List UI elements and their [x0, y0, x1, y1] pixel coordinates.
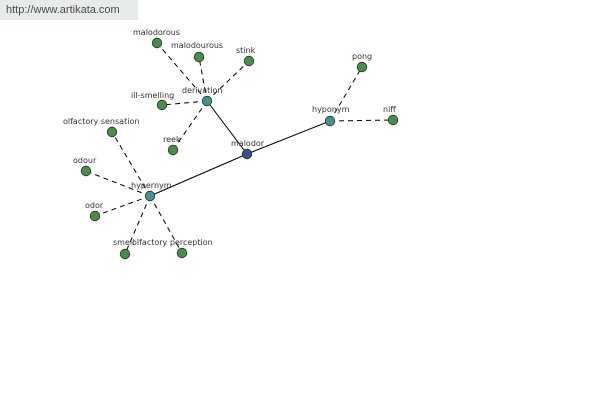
node-label-stink[interactable]: stink — [236, 46, 256, 55]
edge-malodor-hypernym — [149, 153, 248, 197]
node-dot-reek[interactable] — [167, 144, 179, 156]
node-hyponym[interactable]: hyponym — [312, 105, 350, 127]
node-olfactory-perception[interactable]: olfactory perception — [132, 238, 213, 259]
edge-hypernym-odor — [94, 195, 151, 217]
node-hypernym[interactable]: hypernym — [131, 181, 172, 202]
node-label-smell[interactable]: smell — [113, 238, 134, 247]
edge-hyponym-niff — [329, 119, 394, 122]
node-label-odour[interactable]: odour — [73, 156, 97, 165]
node-label-malodourous[interactable]: malodourous — [171, 41, 223, 50]
node-label-olfactory-sensation[interactable]: olfactory sensation — [63, 117, 139, 126]
node-ill-smelling[interactable]: ill-smelling — [131, 91, 174, 111]
edge-hypernym-odour — [85, 170, 151, 197]
site-url[interactable]: http://www.artikata.com — [0, 0, 138, 20]
node-dot-ill-smelling[interactable] — [156, 99, 168, 111]
edge-malodor-derivation — [206, 100, 248, 155]
edge-derivation-reek — [172, 100, 208, 151]
node-reek[interactable]: reek — [163, 135, 181, 156]
node-smell[interactable]: smell — [113, 238, 134, 260]
edge-hypernym-olfactory-perception — [149, 195, 183, 254]
node-dot-stink[interactable] — [243, 55, 255, 67]
node-stink[interactable]: stink — [236, 46, 256, 67]
node-label-pong[interactable]: pong — [352, 52, 372, 61]
node-dot-olfactory-sensation[interactable] — [106, 126, 118, 138]
node-dot-olfactory-perception[interactable] — [176, 247, 188, 259]
edge-malodor-hyponym — [246, 120, 331, 155]
node-layer: malodor derivation hyponym hypernym malodoro… — [63, 28, 399, 260]
edge-hypernym-smell — [124, 195, 151, 255]
node-label-malodorous1[interactable]: malodorous — [133, 28, 180, 37]
node-label-derivation[interactable]: derivation — [182, 86, 222, 95]
node-label-hyponym[interactable]: hyponym — [312, 105, 350, 114]
node-label-malodor[interactable]: malodor — [231, 139, 265, 148]
node-label-reek[interactable]: reek — [163, 135, 181, 144]
node-niff[interactable]: niff — [383, 105, 399, 126]
node-odor[interactable]: odor — [85, 201, 104, 222]
node-dot-odor[interactable] — [89, 210, 101, 222]
node-dot-malodor[interactable] — [241, 148, 253, 160]
node-label-olfactory-perception[interactable]: olfactory perception — [132, 238, 213, 247]
node-odour[interactable]: odour — [73, 156, 97, 177]
node-derivation[interactable]: derivation — [182, 86, 222, 107]
node-malodor[interactable]: malodor — [231, 139, 265, 160]
edge-derivation-stink — [206, 60, 250, 102]
node-label-odor[interactable]: odor — [85, 201, 104, 210]
edge-derivation-malodourous — [198, 56, 208, 102]
node-label-hypernym[interactable]: hypernym — [131, 181, 172, 190]
node-label-ill-smelling[interactable]: ill-smelling — [131, 91, 174, 100]
node-pong[interactable]: pong — [352, 52, 372, 73]
node-dot-pong[interactable] — [356, 61, 368, 73]
node-dot-smell[interactable] — [119, 248, 131, 260]
node-dot-odour[interactable] — [80, 165, 92, 177]
edge-hypernym-olfactory-sensation — [111, 131, 151, 197]
node-olfactory-sensation[interactable]: olfactory sensation — [63, 117, 139, 138]
node-malodourous[interactable]: malodourous — [171, 41, 223, 63]
edge-derivation-malodorous1 — [156, 42, 208, 102]
edge-derivation-ill-smelling — [161, 100, 208, 106]
node-dot-malodourous[interactable] — [193, 51, 205, 63]
node-dot-hypernym[interactable] — [144, 190, 156, 202]
node-dot-niff[interactable] — [387, 114, 399, 126]
node-dot-malodorous1[interactable] — [151, 37, 163, 49]
edge-hyponym-pong — [329, 66, 363, 122]
node-dot-hyponym[interactable] — [324, 115, 336, 127]
node-dot-derivation[interactable] — [201, 95, 213, 107]
node-malodorous1[interactable]: malodorous — [133, 28, 180, 49]
edge-layer — [85, 42, 394, 255]
node-label-niff[interactable]: niff — [383, 105, 396, 114]
